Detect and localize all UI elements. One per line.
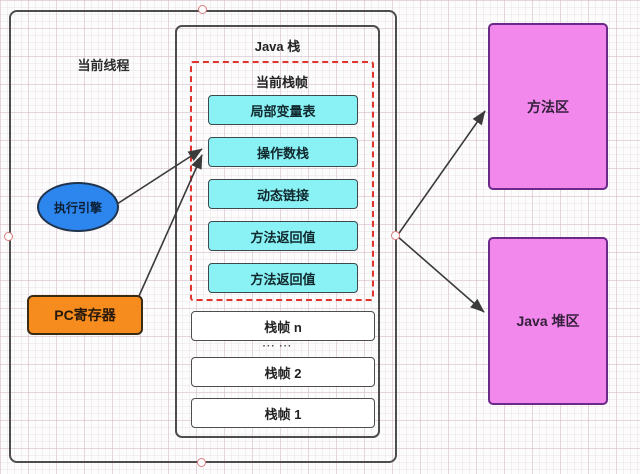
- current-thread-label: 当前线程: [77, 58, 130, 73]
- method-area-box[interactable]: 方法区: [488, 23, 608, 190]
- pc-register-box[interactable]: PC寄存器: [27, 295, 143, 335]
- slot-local-variable-table[interactable]: 局部变量表: [208, 95, 358, 125]
- current-stack-frame-box[interactable]: 当前栈帧 局部变量表 操作数栈 动态链接 方法返回值 方法返回值: [190, 61, 374, 301]
- arrow-thread-to-java-heap: [396, 235, 485, 313]
- slot-method-return-value-2[interactable]: 方法返回值: [208, 263, 358, 293]
- slot-operand-stack[interactable]: 操作数栈: [208, 137, 358, 167]
- connection-handle-left[interactable]: [4, 232, 13, 241]
- slot-method-return-value-1[interactable]: 方法返回值: [208, 221, 358, 251]
- connection-handle-right[interactable]: [391, 231, 400, 240]
- stack-frames-ellipsis: ··· ···: [262, 341, 293, 352]
- current-stack-frame-title: 当前栈帧: [255, 75, 308, 90]
- java-heap-box[interactable]: Java 堆区: [488, 237, 608, 405]
- java-stack-container[interactable]: Java 栈 当前栈帧 局部变量表 操作数栈 动态链接 方法返回值 方法返回值 …: [175, 25, 380, 438]
- arrow-thread-to-method-area: [396, 110, 486, 237]
- connection-handle-top[interactable]: [198, 5, 207, 14]
- connection-handle-bottom[interactable]: [197, 458, 206, 467]
- stack-frame-1[interactable]: 栈帧 1: [191, 398, 375, 428]
- java-stack-title: Java 栈: [254, 39, 301, 54]
- stack-frame-2[interactable]: 栈帧 2: [191, 357, 375, 387]
- stack-frame-n[interactable]: 栈帧 n: [191, 311, 375, 341]
- execution-engine-ellipse[interactable]: 执行引擎: [37, 182, 119, 232]
- slot-dynamic-linking[interactable]: 动态链接: [208, 179, 358, 209]
